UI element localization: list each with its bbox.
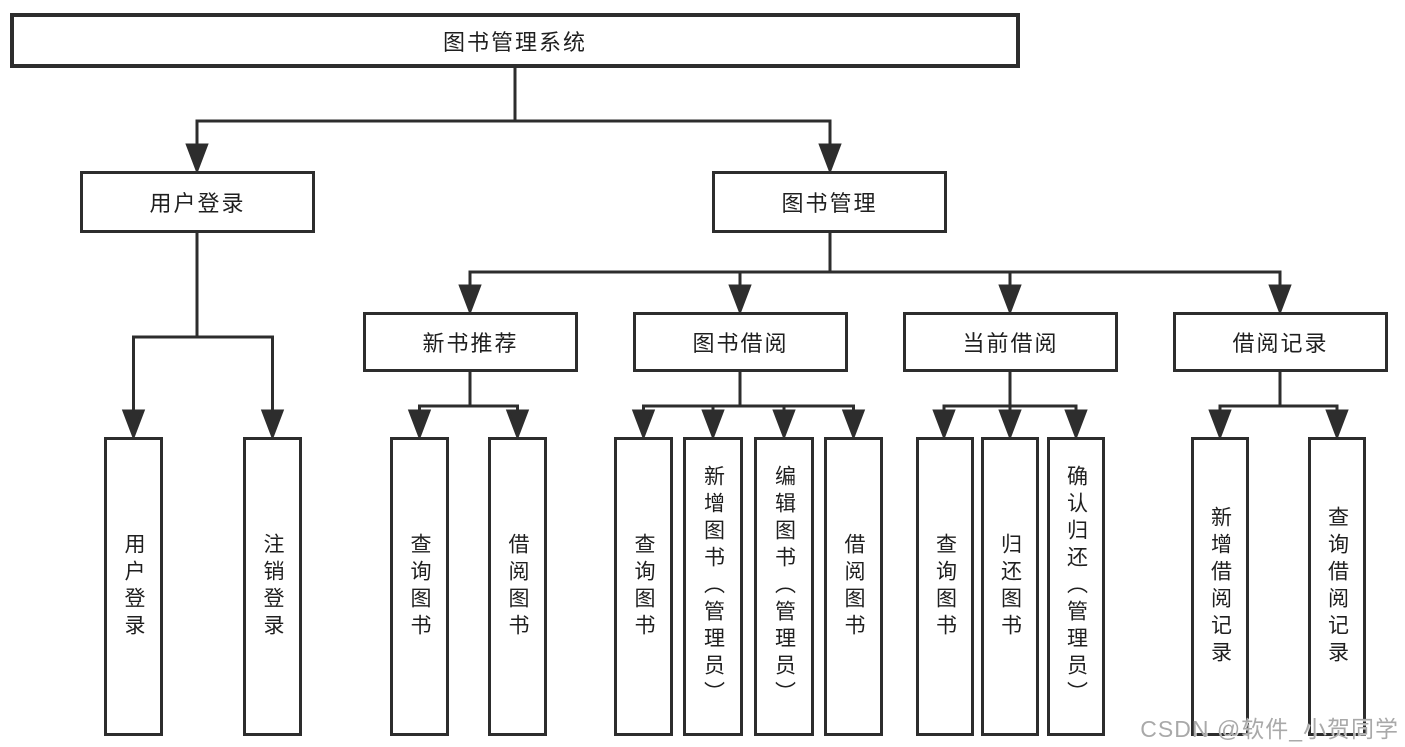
leaf-return-book-label: 归还图书 — [998, 532, 1022, 641]
leaf-return-book: 归还图书 — [981, 437, 1039, 736]
node-user-login: 用户登录 — [80, 171, 315, 233]
leaf-query-books-borrow: 查询图书 — [614, 437, 673, 736]
leaf-confirm-return-admin-label: 确认归还（管理员） — [1064, 465, 1088, 708]
leaf-query-borrow-record: 查询借阅记录 — [1308, 437, 1366, 736]
node-borrowing-records-label: 借阅记录 — [1232, 331, 1329, 356]
node-library-system-label: 图书管理系统 — [442, 29, 587, 55]
node-user-login-label: 用户登录 — [149, 191, 246, 216]
node-borrowing-records: 借阅记录 — [1173, 312, 1388, 372]
leaf-edit-book-admin: 编辑图书（管理员） — [754, 437, 814, 736]
leaf-borrow-books-label: 借阅图书 — [842, 532, 865, 641]
leaf-query-borrow-record-label: 查询借阅记录 — [1325, 505, 1349, 668]
leaf-borrow-books-recommend: 借阅图书 — [488, 437, 547, 736]
node-book-borrowing: 图书借阅 — [633, 312, 848, 372]
leaf-query-books-current: 查询图书 — [916, 437, 974, 736]
leaf-add-borrow-record: 新增借阅记录 — [1191, 437, 1249, 736]
leaf-confirm-return-admin: 确认归还（管理员） — [1047, 437, 1105, 736]
node-book-management-label: 图书管理 — [781, 191, 878, 216]
leaf-add-book-admin: 新增图书（管理员） — [683, 437, 743, 736]
leaf-query-books-recommend: 查询图书 — [390, 437, 449, 736]
leaf-query-books-current-label: 查询图书 — [933, 532, 957, 641]
leaf-logout: 注销登录 — [243, 437, 302, 736]
node-book-management: 图书管理 — [712, 171, 947, 233]
leaf-user-login: 用户登录 — [104, 437, 163, 736]
leaf-borrow-books: 借阅图书 — [824, 437, 883, 736]
node-new-book-recommendation: 新书推荐 — [363, 312, 578, 372]
leaf-query-books-recommend-label: 查询图书 — [408, 532, 431, 641]
leaf-user-login-label: 用户登录 — [122, 532, 145, 641]
leaf-edit-book-admin-label: 编辑图书（管理员） — [772, 465, 796, 708]
node-current-borrowing-label: 当前借阅 — [962, 331, 1059, 356]
leaf-borrow-books-recommend-label: 借阅图书 — [506, 532, 529, 641]
node-new-book-recommendation-label: 新书推荐 — [422, 331, 519, 356]
leaf-add-book-admin-label: 新增图书（管理员） — [701, 465, 725, 708]
watermark: CSDN @软件_小贺同学 — [1140, 716, 1399, 742]
node-library-system: 图书管理系统 — [10, 13, 1020, 68]
leaf-query-books-borrow-label: 查询图书 — [632, 532, 655, 641]
leaf-add-borrow-record-label: 新增借阅记录 — [1208, 505, 1232, 668]
node-current-borrowing: 当前借阅 — [903, 312, 1118, 372]
leaf-logout-label: 注销登录 — [261, 532, 284, 641]
node-book-borrowing-label: 图书借阅 — [692, 331, 789, 356]
